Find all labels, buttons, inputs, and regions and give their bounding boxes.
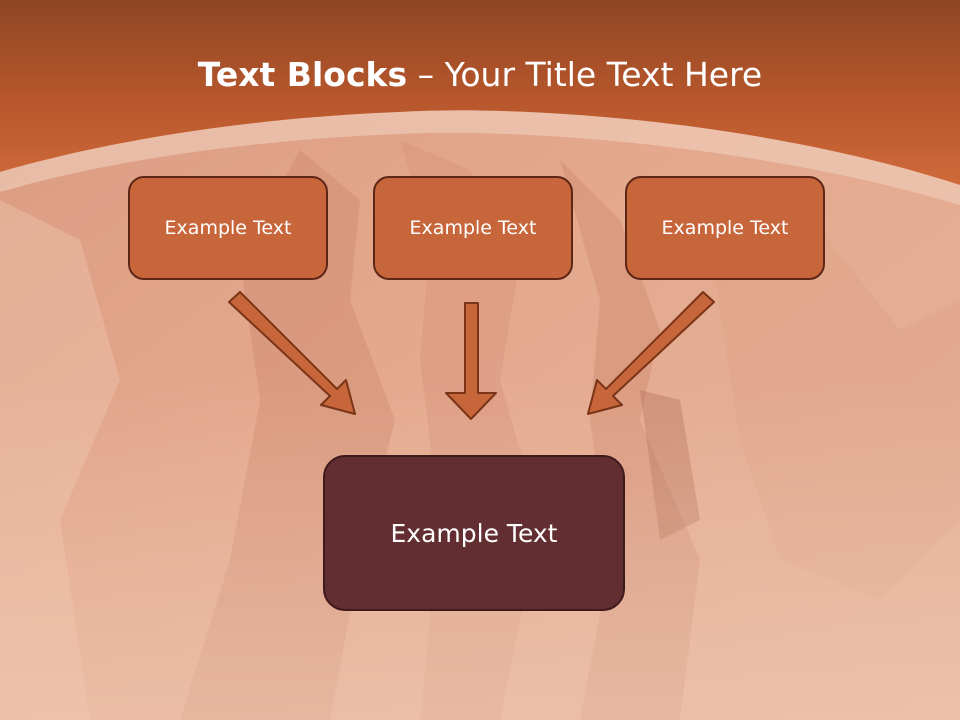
text-block-center[interactable]: Example Text [373, 176, 573, 280]
text-block-bottom-label: Example Text [390, 518, 558, 548]
title-bold-part: Text Blocks [197, 55, 408, 94]
title-rest: Your Title Text Here [444, 55, 763, 94]
text-block-left-label: Example Text [164, 217, 292, 239]
slide-title: Text Blocks – Your Title Text Here [0, 52, 960, 98]
text-block-right-label: Example Text [661, 217, 789, 239]
text-block-bottom[interactable]: Example Text [323, 455, 625, 611]
text-block-left[interactable]: Example Text [128, 176, 328, 280]
title-dash: – [407, 55, 445, 94]
text-block-right[interactable]: Example Text [625, 176, 825, 280]
text-block-center-label: Example Text [409, 217, 537, 239]
